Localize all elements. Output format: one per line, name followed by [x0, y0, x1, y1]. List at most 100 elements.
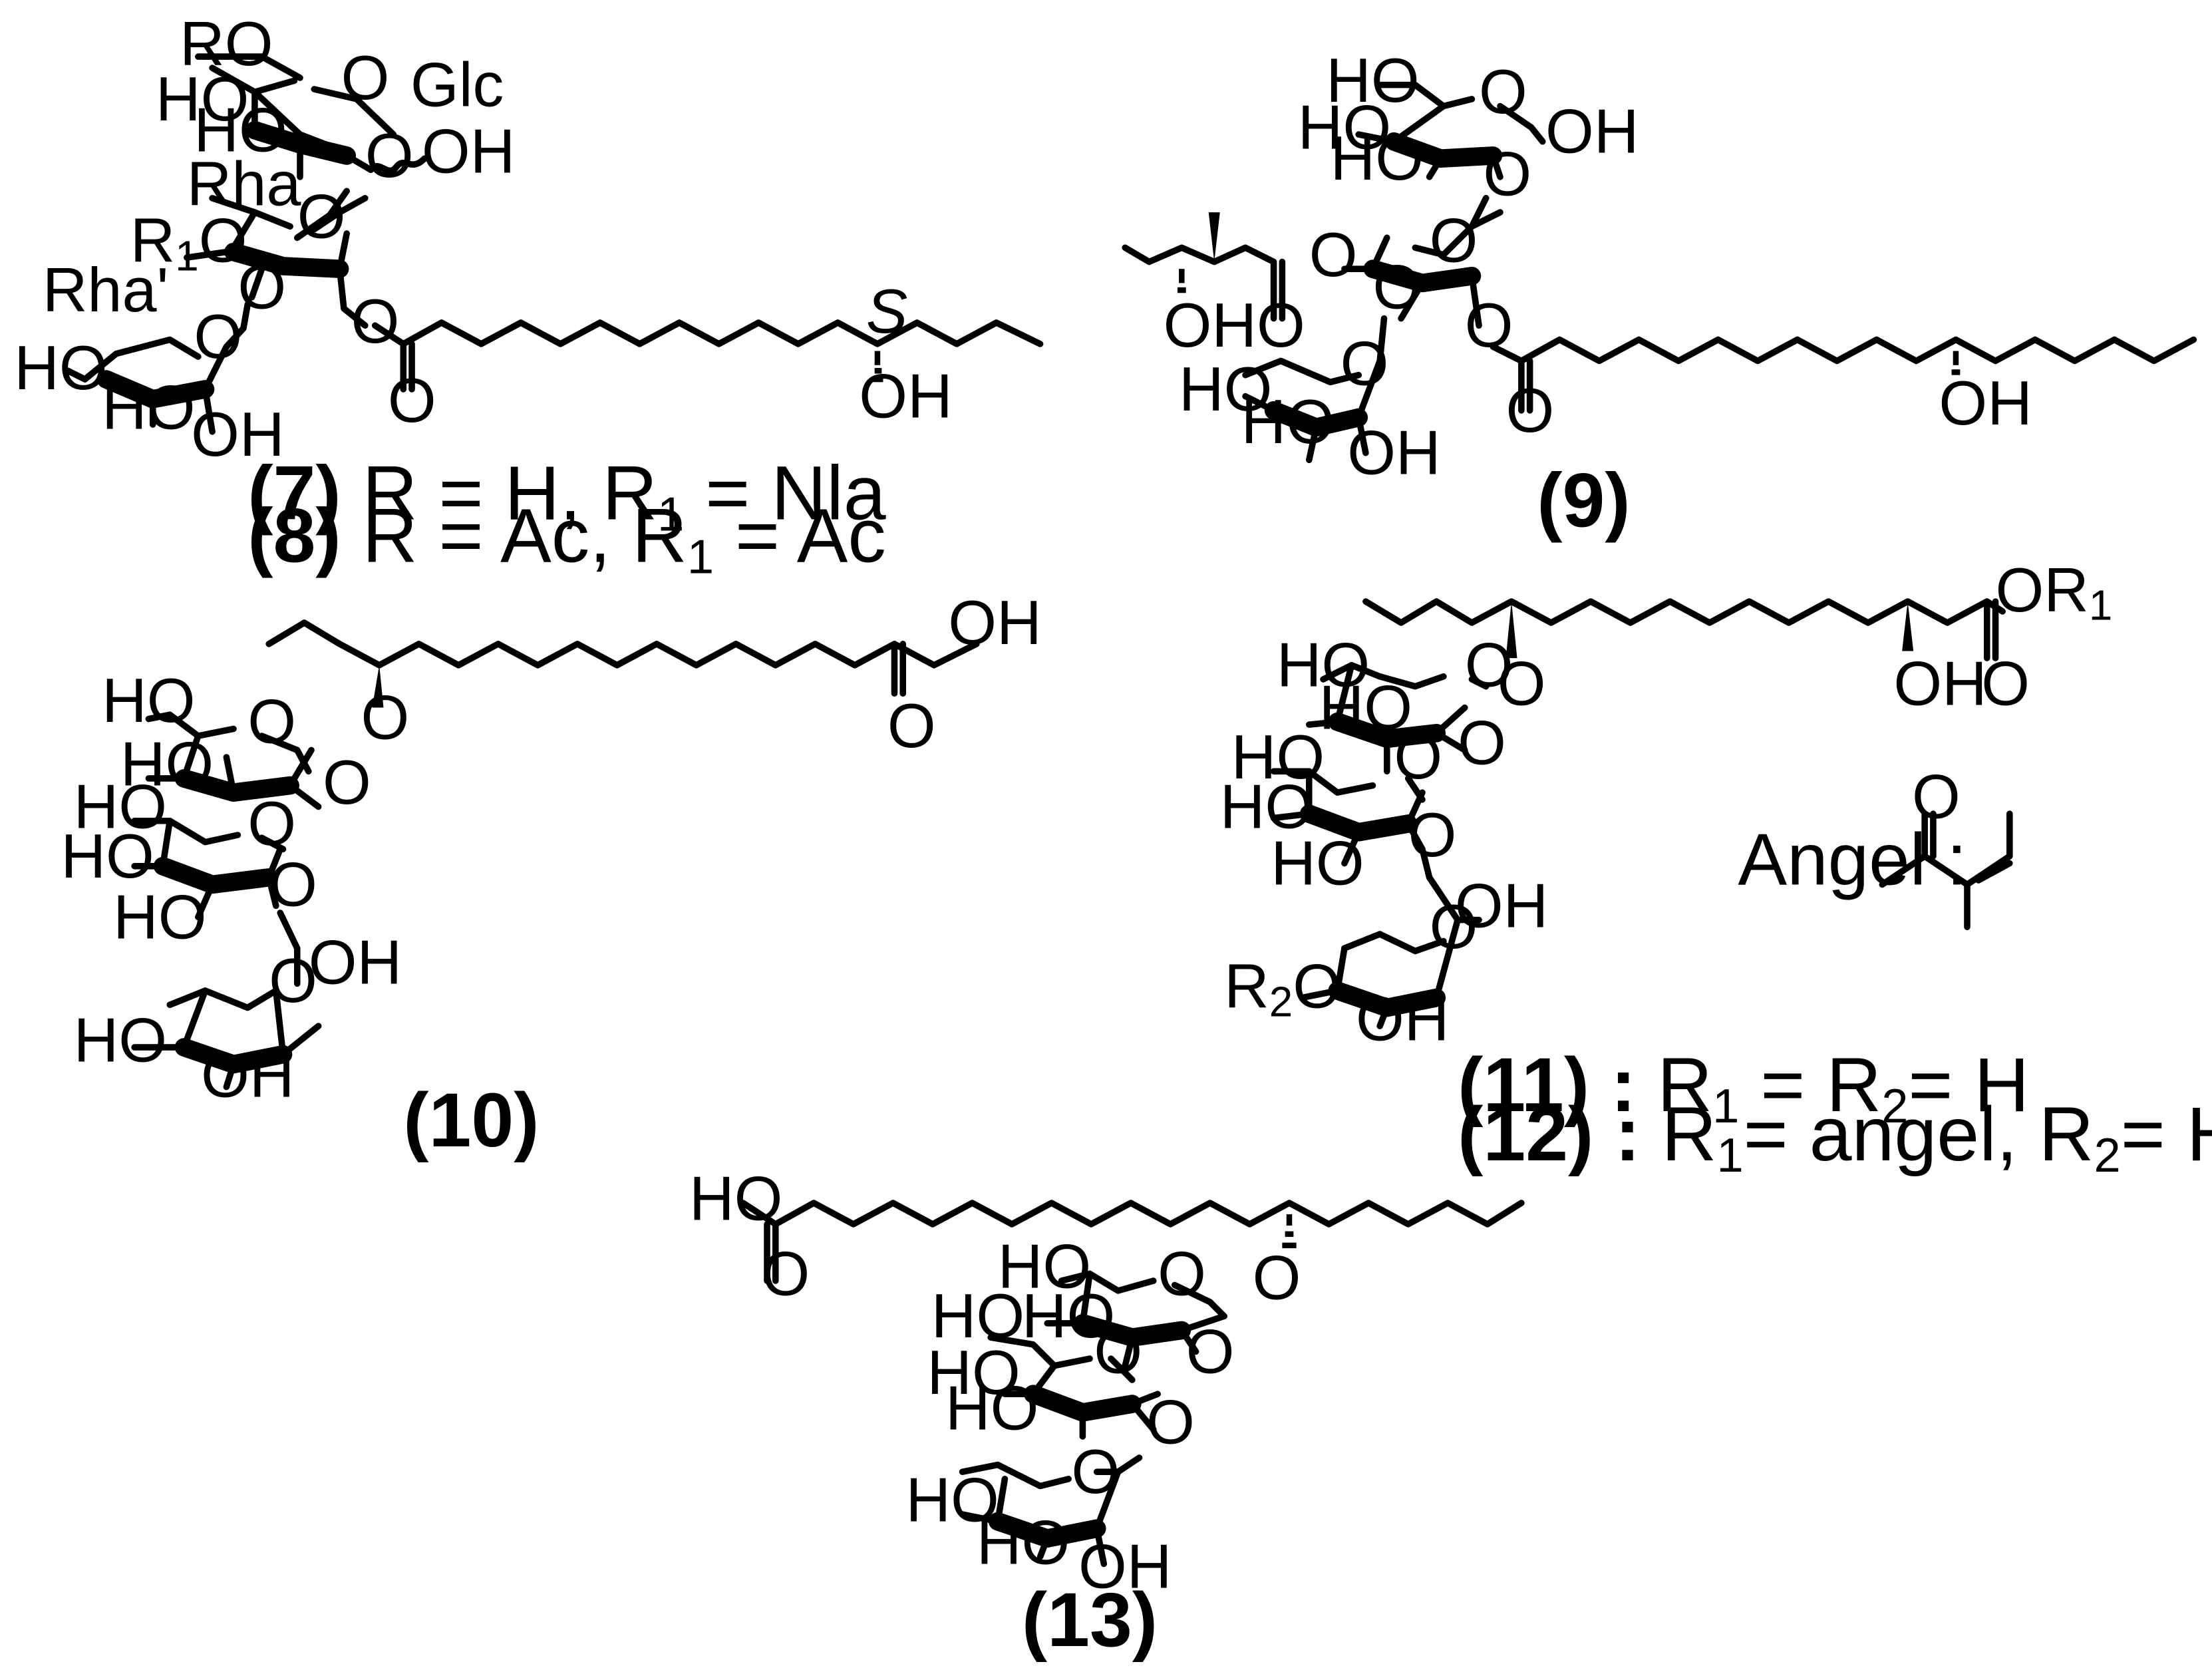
atom-ho: HO: [120, 729, 214, 799]
atom-oh: OH: [1078, 1532, 1172, 1601]
atom-ho: HO: [1277, 630, 1370, 700]
atom-ho: HO: [113, 882, 206, 951]
atom-oh: OH: [191, 399, 284, 469]
atom-ho: HO: [1319, 672, 1412, 742]
atom-ho: HO: [1179, 354, 1272, 424]
caption-10: (10): [403, 1078, 539, 1163]
atom-ho: HO: [1231, 722, 1325, 792]
compound-10-structure: OH O O HO O HO O HO O HO O HO O OH HO OH…: [61, 587, 1041, 1163]
atom-o: O: [269, 849, 317, 919]
caption-8: (8) R = Ac, R1 = Ac: [247, 493, 885, 584]
atom-oh: HO: [689, 1164, 782, 1234]
atom-ho: HO: [931, 1281, 1025, 1351]
atom-o: O: [1498, 648, 1546, 718]
atom-ho: HO: [156, 64, 249, 134]
atom-o: O: [1186, 1316, 1235, 1386]
caption-13: (13): [1022, 1578, 1158, 1663]
atom-oh: OH: [309, 927, 402, 997]
atom-ho: HO: [945, 1373, 1038, 1442]
atom-o: O: [361, 682, 409, 752]
atom-o: O: [1912, 761, 1961, 831]
atom-oh: OH: [201, 1041, 294, 1110]
compound-7-8-structure: RO Glc O HO HO O OH Rha R1O O O O Rha' O…: [14, 9, 1044, 584]
atom-ro: RO: [180, 9, 273, 79]
atom-o: O: [1253, 1243, 1301, 1313]
atom-ho: HO: [1220, 771, 1313, 841]
atom-ho: HO: [102, 373, 195, 442]
atom-glc: Glc: [410, 50, 504, 120]
atom-ho: HO: [1241, 387, 1335, 456]
caption-7: (7) R = H, R1 = Nla: [247, 451, 886, 542]
atom-ho: HO: [1326, 45, 1419, 115]
atom-r1o: R1O: [130, 206, 247, 280]
atom-ho: HO: [194, 95, 287, 165]
atom-oh: OH: [1347, 418, 1440, 488]
atom-o: O: [247, 788, 296, 858]
atom-o: O: [1430, 206, 1478, 275]
atom-o: O: [323, 747, 371, 817]
atom-o: O: [761, 1238, 810, 1308]
atom-o: O: [1341, 329, 1389, 399]
atom-o: O: [388, 365, 436, 435]
atom-o: O: [351, 286, 400, 356]
atom-o: O: [1257, 290, 1305, 360]
atom-ho: HO: [74, 771, 167, 841]
atom-ho: HO: [102, 665, 195, 735]
atom-ho: HO: [905, 1465, 999, 1535]
atom-oh: OH: [1164, 290, 1257, 360]
atom-ho: HO: [1022, 1281, 1115, 1351]
atom-oh: OH: [1356, 983, 1449, 1053]
atom-o: O: [1146, 1387, 1195, 1457]
atom-r2o: R2O: [1224, 951, 1341, 1026]
atom-oh: OH: [948, 587, 1041, 657]
compound-11-12-structure: OR1 OH O O HO O HO O HO O HO O HO OH O R…: [1220, 555, 2212, 1182]
atom-oh: OH: [1455, 870, 1548, 940]
atom-o: O: [1309, 220, 1358, 289]
atom-o: O: [1094, 1316, 1142, 1386]
atom-o: O: [341, 43, 390, 112]
atom-o: O: [1479, 57, 1527, 126]
atom-o: O: [887, 691, 936, 760]
atom-oh: OH: [859, 361, 952, 431]
atom-ho: HO: [61, 821, 154, 891]
atom-ho: HO: [998, 1232, 1091, 1301]
atom-o: O: [1505, 375, 1554, 445]
atom-o: O: [269, 945, 317, 1015]
atom-rha: Rha: [187, 148, 302, 218]
atom-oh: OH: [1939, 368, 2032, 438]
angel-label: Angel :: [1738, 818, 1967, 900]
atom-o: O: [1430, 892, 1478, 961]
atom-o: O: [297, 181, 346, 251]
atom-o: O: [1158, 1238, 1206, 1308]
caption-9: (9): [1537, 458, 1630, 543]
compound-13-structure: HO O O HO O HO O HO O HO O HO O HO HO OH…: [689, 1164, 1525, 1663]
atom-o: O: [1372, 252, 1421, 322]
atom-ho: HO: [927, 1337, 1020, 1407]
atom-o: O: [247, 687, 296, 756]
atom-o: O: [1394, 722, 1442, 792]
atom-o: O: [1465, 290, 1513, 360]
atom-o: O: [1408, 800, 1457, 870]
atom-or1: OR1: [1996, 555, 2113, 629]
atom-o: O: [1483, 139, 1531, 209]
atom-ho: HO: [1271, 828, 1364, 898]
atom-o: O: [1981, 648, 2030, 718]
atom-oh: OH: [1893, 648, 1986, 718]
atom-o: O: [1465, 630, 1513, 700]
atom-o: O: [365, 120, 414, 190]
atom-ho: HO: [977, 1507, 1070, 1577]
atom-oh: OH: [1545, 96, 1639, 166]
atom-ho: HO: [74, 1005, 167, 1075]
caption-12: (12) : R1= angel, R2= H: [1458, 1092, 2212, 1182]
atom-ho: HO: [1298, 92, 1391, 162]
atom-s: S: [866, 276, 907, 346]
atom-o: O: [194, 301, 242, 371]
caption-11: (11) : R1 = R2= H: [1458, 1043, 2029, 1133]
atom-o: O: [1458, 708, 1506, 778]
atom-o: O: [237, 252, 286, 322]
atom-o: O: [1071, 1436, 1120, 1506]
atom-ho: HO: [14, 333, 107, 403]
compound-9-structure: HO O HO OH HO O O O OH O O O O HO HO OH …: [1122, 45, 2197, 543]
atom-rha-prime: Rha': [43, 255, 169, 325]
